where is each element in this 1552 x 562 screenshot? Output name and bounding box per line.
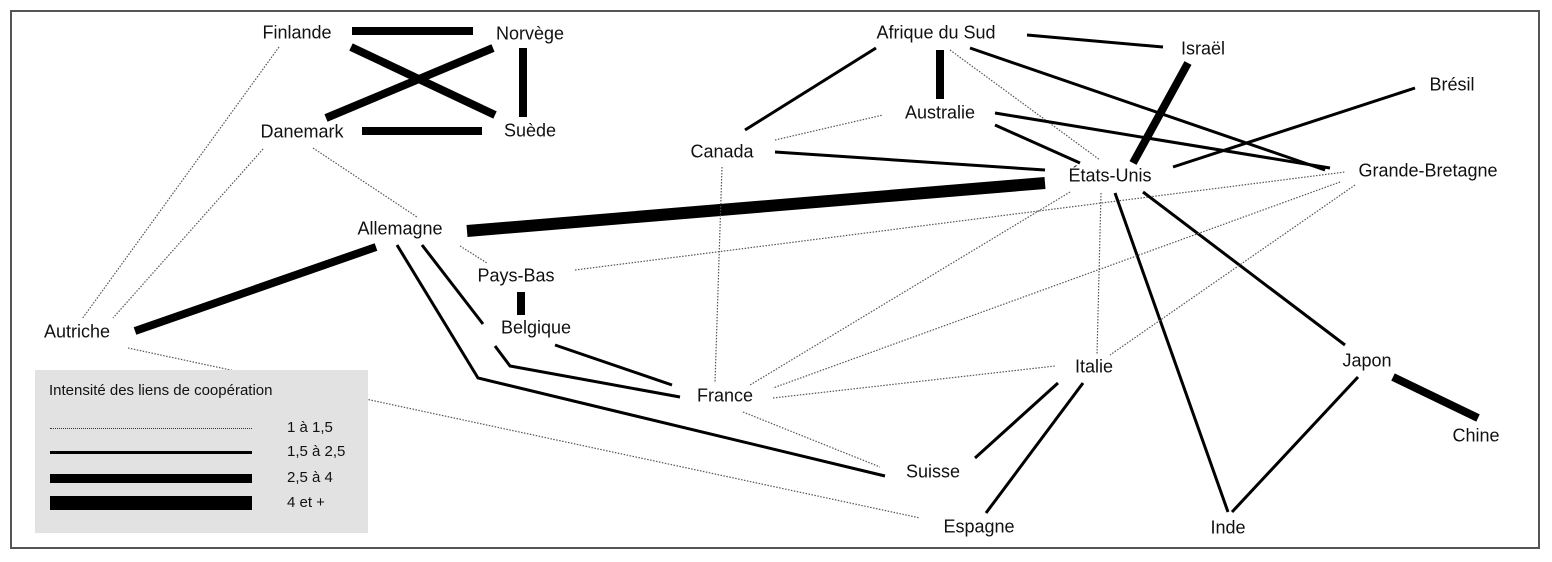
legend: Intensité des liens de coopération 1 à 1… [35, 370, 368, 533]
link-danemark-allemagne [312, 147, 418, 218]
node-chine: Chine [1452, 425, 1500, 446]
node-france: France [696, 385, 754, 406]
link-france-suisse [742, 411, 881, 468]
legend-row-level-2: 1,5 à 2,5 [50, 442, 370, 462]
node-afrique-du-sud: Afrique du Sud [876, 22, 996, 43]
node-italie: Italie [1074, 356, 1114, 377]
node-espagne: Espagne [943, 516, 1015, 537]
node-suede: Suède [503, 120, 557, 141]
legend-row-level-3: 2,5 à 4 [50, 468, 370, 488]
link-japon-chine [1391, 373, 1480, 422]
link-allemagne-france [420, 244, 681, 399]
link-italie-suisse [973, 381, 1060, 460]
legend-swatch-thickest [50, 496, 252, 510]
link-italie-espagne [984, 382, 1085, 514]
node-grande-bretagne: Grande-Bretagne [1358, 160, 1498, 181]
link-australie-grandebretagne [994, 111, 1331, 170]
link-allemagne-suisse [395, 244, 886, 478]
link-afriquedusud-etatsunis [949, 49, 1101, 161]
node-belgique: Belgique [500, 317, 572, 338]
link-afriquedusud-israel [1026, 33, 1164, 49]
node-autriche: Autriche [43, 321, 111, 342]
link-bresil-etatsunis [1172, 86, 1416, 169]
node-etats-unis: États-Unis [1068, 165, 1152, 186]
link-paysbas-grandebretagne [574, 171, 1346, 271]
legend-swatch-dotted [50, 428, 252, 429]
link-belgique-france [554, 343, 673, 387]
link-allemagne-autriche [133, 243, 378, 335]
link-grandebretagne-italie [1109, 184, 1356, 356]
link-france-italie [772, 365, 1056, 399]
node-israel: Israël [1180, 38, 1226, 59]
node-finlande: Finlande [262, 22, 332, 43]
node-australie: Australie [904, 102, 976, 123]
legend-swatch-thin [50, 451, 252, 454]
link-etatsunis-france [749, 191, 1071, 386]
node-bresil: Brésil [1429, 74, 1475, 95]
node-danemark: Danemark [260, 121, 344, 142]
link-israel-etatsunis [1129, 61, 1192, 165]
node-pays-bas: Pays-Bas [477, 265, 555, 286]
link-canada-etatsunis [774, 150, 1046, 172]
node-norvege: Norvège [495, 23, 565, 44]
diagram-frame [10, 10, 1540, 549]
legend-row-level-4: 4 et + [50, 493, 370, 513]
node-canada: Canada [690, 141, 754, 162]
node-japon: Japon [1342, 350, 1392, 371]
link-etatsunis-italie [1096, 192, 1102, 356]
legend-label: 1,5 à 2,5 [287, 443, 346, 460]
link-canada-france [714, 166, 723, 384]
legend-label: 4 et + [287, 494, 325, 511]
legend-swatch-thick [50, 474, 252, 483]
node-inde: Inde [1210, 517, 1246, 538]
link-japon-inde [1230, 375, 1360, 514]
legend-title: Intensité des liens de coopération [49, 382, 273, 399]
legend-label: 1 à 1,5 [287, 419, 333, 436]
link-canada-australie [774, 114, 884, 141]
link-etatsunis-japon [1142, 190, 1346, 347]
legend-row-level-1: 1 à 1,5 [50, 418, 370, 438]
link-afriquedusud-grandebretagne [969, 46, 1326, 172]
link-canada-afriquedusud [744, 46, 877, 132]
node-allemagne: Allemagne [357, 218, 443, 239]
link-finlande-autriche [81, 46, 280, 320]
link-norvege-danemark [324, 44, 495, 122]
link-etatsunis-inde [1113, 192, 1230, 513]
node-suisse: Suisse [905, 461, 961, 482]
link-grandebretagne-france [772, 181, 1341, 389]
legend-label: 2,5 à 4 [287, 469, 333, 486]
link-allemagne-paysbas [459, 245, 488, 264]
link-australie-etatsunis [994, 123, 1081, 165]
link-allemagne-etatsunis [466, 177, 1046, 237]
